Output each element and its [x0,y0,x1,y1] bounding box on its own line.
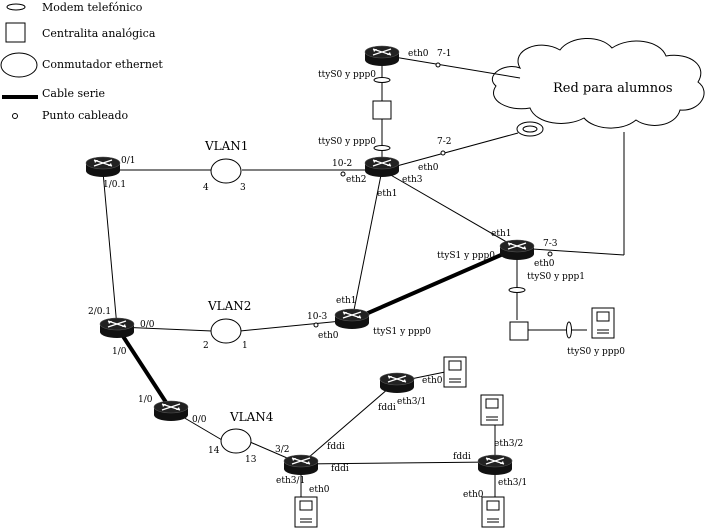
label-bc-eth31: eth3/1 [276,476,305,486]
label-central-eth1: eth1 [377,189,397,199]
label-central-eth0: eth0 [418,163,439,173]
label-central-eth3: eth3 [402,175,423,185]
router-left-bottom [153,400,189,422]
label-bc-fddi-right: fddi [331,464,349,474]
vlan2-label: VLAN2 [207,299,251,313]
label-vlan2-2: 2 [203,341,209,351]
modem-top-upper [373,77,391,83]
label-ur-eth31: eth3/1 [397,397,426,407]
label-lb-0-0: 0/0 [192,415,207,425]
label-middle-ttys1: ttyS1 y ppp0 [373,327,431,337]
router-left-middle [99,317,135,339]
label-lb-1-0: 1/0 [138,395,153,405]
label-lm-1-0: 1/0 [112,347,127,357]
label-middle-eth1: eth1 [336,296,356,306]
label-3-2: 3/2 [275,445,289,455]
label-pc-ttys0: ttyS0 y ppp0 [567,347,625,357]
label-right-ttys0: ttyS0 y ppp1 [527,272,585,282]
switches [210,121,544,454]
serial-cables [115,246,518,412]
legend-serial-label: Cable serie [42,87,105,100]
router-middle [334,308,370,330]
label-0-1: 0/1 [121,156,135,166]
label-right-eth0: eth0 [534,259,555,269]
label-10-3: 10-3 [307,312,327,322]
wired-points [313,62,553,328]
router-central [364,156,400,178]
vlan2-switch [210,318,242,344]
pc-upper-right [443,356,467,388]
label-ur-fddi: fddi [378,403,396,413]
wired-point-legend-icon [12,113,18,119]
label-vlan1-3: 3 [240,183,246,193]
label-top-eth0: eth0 [408,49,429,59]
switch-legend-icon [0,52,38,78]
label-br-fddi: fddi [453,452,471,462]
legend-wired-label: Punto cableado [42,109,128,122]
cloud-label: Red para alumnos [553,81,673,96]
label-bc-fddi-top: fddi [327,442,345,452]
label-br-eth31: eth3/1 [498,478,527,488]
label-br-eth0: eth0 [463,490,484,500]
label-ur-eth0: eth0 [422,376,443,386]
router-upper-right-bottom [379,372,415,394]
label-vlan1-4: 4 [203,183,209,193]
vlan1-switch [210,158,242,184]
pc-bottom-center [294,496,318,528]
label-7-2: 7-2 [437,137,452,147]
label-vlan4-13: 13 [245,455,257,465]
cloud-switch-inner [522,125,538,133]
label-lm-0-0: 0/0 [140,320,155,330]
legend-modem-label: Modem telefónico [42,1,143,14]
label-1-0-1: 1/0.1 [103,180,126,190]
pc-right [591,307,615,339]
label-vlan4-14: 14 [208,446,220,456]
pc-bottom-right [481,496,505,528]
interface-labels: 0/1 1/0.1 4 3 10-2 eth2 eth3 eth0 eth1 7… [88,49,625,500]
students-network-cloud: Red para alumnos [491,37,705,129]
pbx-modems [372,77,572,341]
modem-right-upper [508,287,526,293]
legend-pbx-label: Centralita analógica [42,27,156,40]
router-left [85,156,121,178]
label-central-ttys0: ttyS0 y ppp0 [318,137,376,147]
modem-top-lower [373,145,391,151]
legend-switch-label: Conmutador ethernet [42,58,163,71]
label-middle-eth0: eth0 [318,331,339,341]
label-top-ttys0: ttyS0 y ppp0 [318,70,376,80]
label-br-eth32: eth3/2 [494,439,523,449]
vlan4-switch [220,428,252,454]
router-top [364,45,400,67]
label-right-ttys1: ttyS1 y ppp0 [437,251,495,261]
modem-legend-icon [6,3,26,11]
label-10-2: 10-2 [332,159,352,169]
label-right-eth1: eth1 [491,229,511,239]
label-7-3: 7-3 [543,239,558,249]
pc-bottom-right-top [480,394,504,426]
legend: Modem telefónico Centralita analógica Co… [0,1,163,122]
router-bottom-center [283,454,319,476]
label-vlan2-1: 1 [242,341,248,351]
label-7-1: 7-1 [437,49,452,59]
pbx-top [372,100,392,120]
modem-right-pc [566,321,572,339]
label-bc-eth0: eth0 [309,485,330,495]
pbx-right [509,321,529,341]
label-central-eth2: eth2 [346,175,366,185]
vlan1-label: VLAN1 [204,139,248,153]
label-2-0-1: 2/0.1 [88,307,111,317]
router-right [499,239,535,261]
computers [294,307,615,528]
vlan4-label: VLAN4 [229,410,274,424]
router-bottom-right [477,454,513,476]
pbx-legend-icon [5,22,26,43]
